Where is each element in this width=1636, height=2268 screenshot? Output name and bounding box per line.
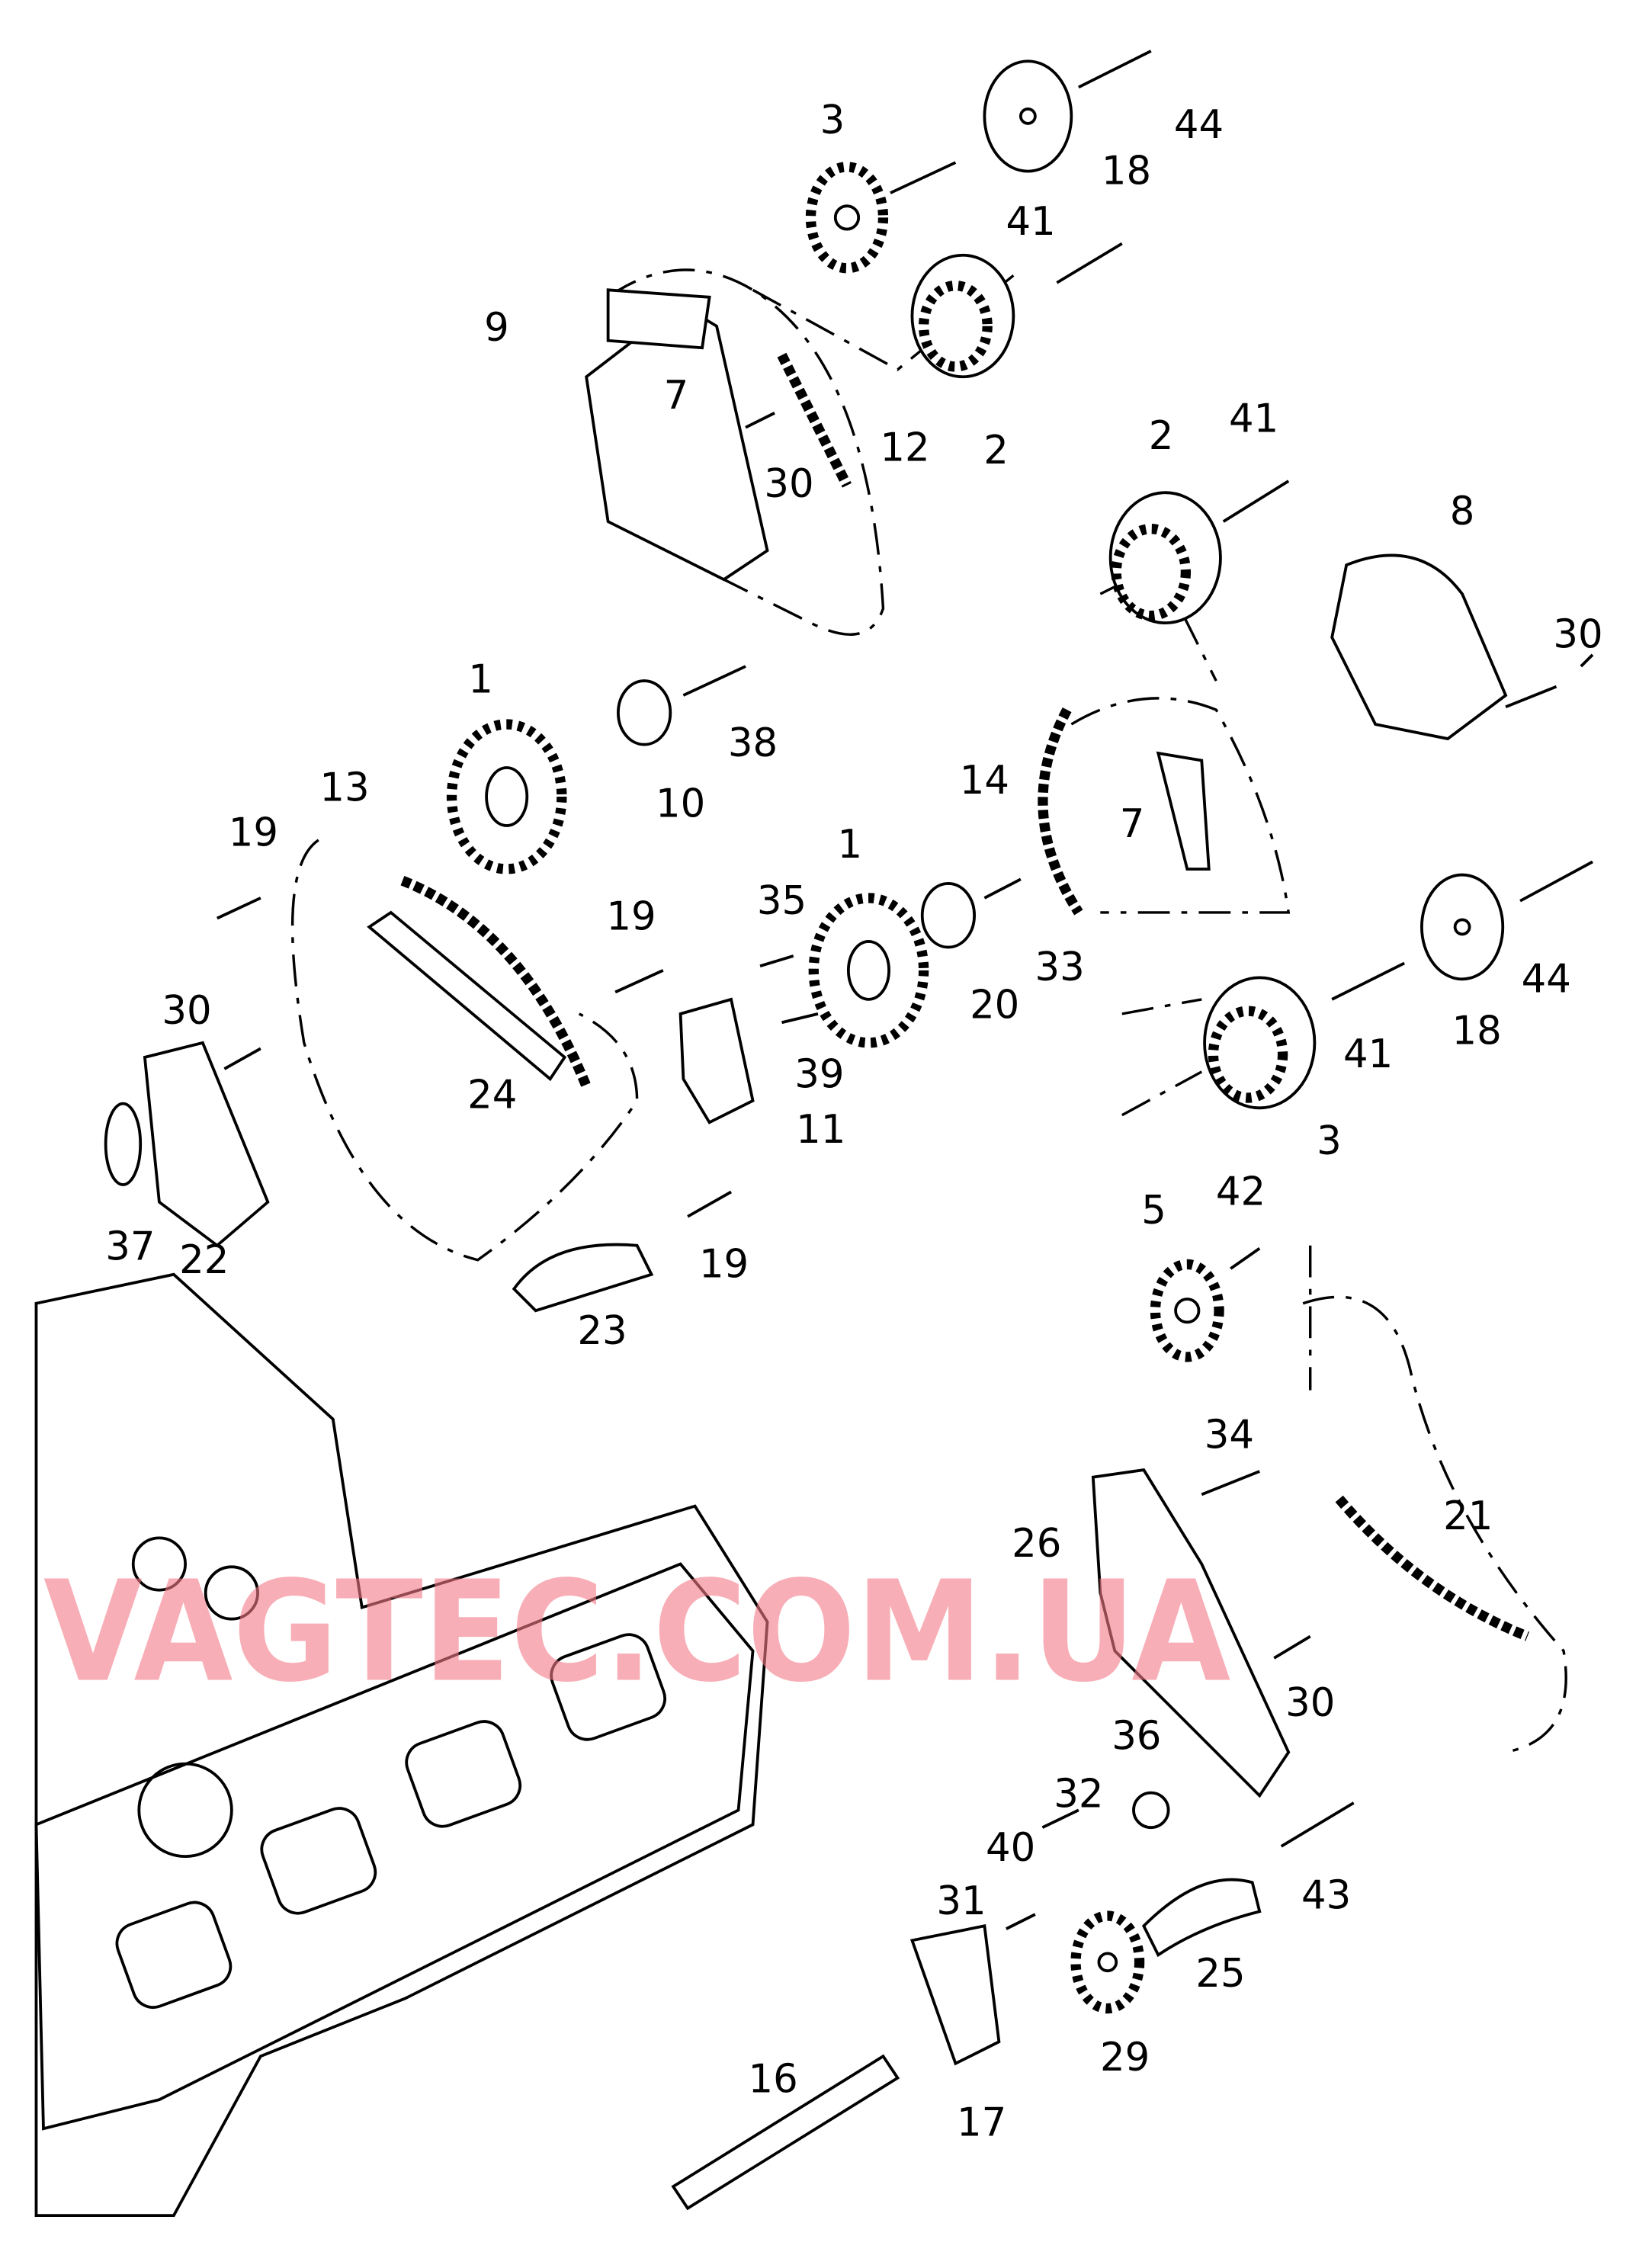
callout: 13: [319, 765, 369, 811]
timing-chain: [1038, 707, 1083, 916]
callout: 3: [1317, 1118, 1342, 1164]
chain-guide: [367, 910, 567, 1082]
callout: 9: [484, 305, 509, 351]
spring: [1141, 1878, 1262, 1958]
cover: [143, 1041, 270, 1248]
sprocket: [808, 893, 929, 1048]
plate: [678, 997, 755, 1124]
timing-chain: [777, 352, 852, 488]
callout: 34: [1205, 1413, 1254, 1458]
seal-ring: [1132, 1791, 1170, 1830]
callout: 24: [467, 1072, 517, 1118]
callout: 8: [1450, 489, 1475, 534]
guide-rail: [606, 288, 711, 350]
callout: 22: [179, 1237, 229, 1283]
thrust-washer: [1420, 873, 1505, 981]
callout-labels: 3 44 18 41 9 7 12 30 2 2 41 8 30 1 38 10…: [105, 98, 1602, 2145]
callout: 41: [1229, 396, 1278, 441]
callout: 37: [105, 1224, 155, 1270]
sprocket: [1070, 1910, 1145, 2014]
callout: 29: [1100, 2035, 1150, 2080]
assembly-outline-left: [290, 839, 639, 1262]
callout: 40: [986, 1825, 1035, 1871]
callout: 1: [468, 656, 493, 702]
axis-line: [1121, 998, 1312, 1391]
callout: 7: [1120, 801, 1145, 847]
camshaft-adjuster: [910, 253, 1015, 379]
callout: 35: [757, 878, 807, 924]
callout: 20: [970, 983, 1019, 1028]
callout: 2: [983, 428, 1009, 473]
guide-rail: [1156, 751, 1211, 871]
callout: 10: [656, 781, 705, 827]
callout: 30: [1285, 1680, 1335, 1726]
callout: 1: [837, 822, 862, 868]
callout: 30: [162, 988, 211, 1034]
bearing-bracket: [909, 1924, 1001, 2066]
thrust-washer: [983, 59, 1073, 173]
callout: 7: [664, 373, 689, 419]
callout: 19: [229, 810, 278, 856]
callout: 19: [606, 894, 656, 940]
callout: 19: [699, 1242, 749, 1288]
callout: 2: [1149, 413, 1174, 459]
callout: 39: [794, 1052, 844, 1098]
callout: 21: [1443, 1493, 1493, 1539]
watermark: VAGTEC.COM.UA: [43, 1551, 1230, 1712]
bushing: [920, 882, 977, 949]
callout: 12: [880, 425, 929, 470]
callout: 41: [1343, 1031, 1393, 1077]
drive-shaft: [671, 2054, 900, 2211]
callout: 38: [728, 720, 778, 766]
callout: 44: [1522, 956, 1571, 1002]
callout: 3: [820, 98, 845, 143]
callout: 30: [1553, 611, 1602, 657]
callout: 23: [577, 1308, 627, 1354]
callout: 36: [1112, 1714, 1161, 1760]
timing-chain: [400, 875, 592, 1089]
callout: 17: [957, 2100, 1006, 2146]
callout: 30: [764, 461, 813, 507]
cylinder-head-block: [34, 1272, 769, 2218]
callout: 25: [1195, 1951, 1245, 1997]
camshaft-adjuster: [1203, 976, 1317, 1110]
bushing: [617, 679, 672, 746]
bolts: [217, 50, 1594, 1930]
callout: 31: [936, 1878, 986, 1924]
callout: 5: [1141, 1188, 1166, 1233]
callout: 18: [1452, 1009, 1501, 1054]
chain-tensioner: [1330, 553, 1508, 741]
sprocket: [446, 719, 567, 874]
callout: 14: [960, 758, 1009, 804]
callout: 26: [1012, 1521, 1061, 1567]
assembly-outline-mid: [1070, 697, 1291, 914]
callout: 11: [796, 1107, 845, 1153]
assembly-outline-lower: [1302, 1295, 1567, 1754]
assembly-outline-upper: [607, 268, 885, 636]
callout: 42: [1216, 1169, 1265, 1215]
timing-chain: [1335, 1495, 1530, 1641]
chain-tensioner: [1091, 1468, 1291, 1798]
o-ring: [104, 1102, 143, 1186]
callout: 41: [1006, 199, 1056, 245]
camshaft-adjuster: [1108, 491, 1222, 625]
sprocket: [1150, 1259, 1224, 1362]
callout: 18: [1102, 149, 1151, 194]
callout: 33: [1035, 945, 1085, 990]
callout: 44: [1174, 102, 1224, 148]
camshaft-sprocket: [805, 162, 889, 274]
chain-guide: [512, 1243, 654, 1313]
callout: 43: [1301, 1873, 1351, 1919]
callout: 32: [1054, 1772, 1103, 1817]
callout: 16: [749, 2057, 798, 2103]
